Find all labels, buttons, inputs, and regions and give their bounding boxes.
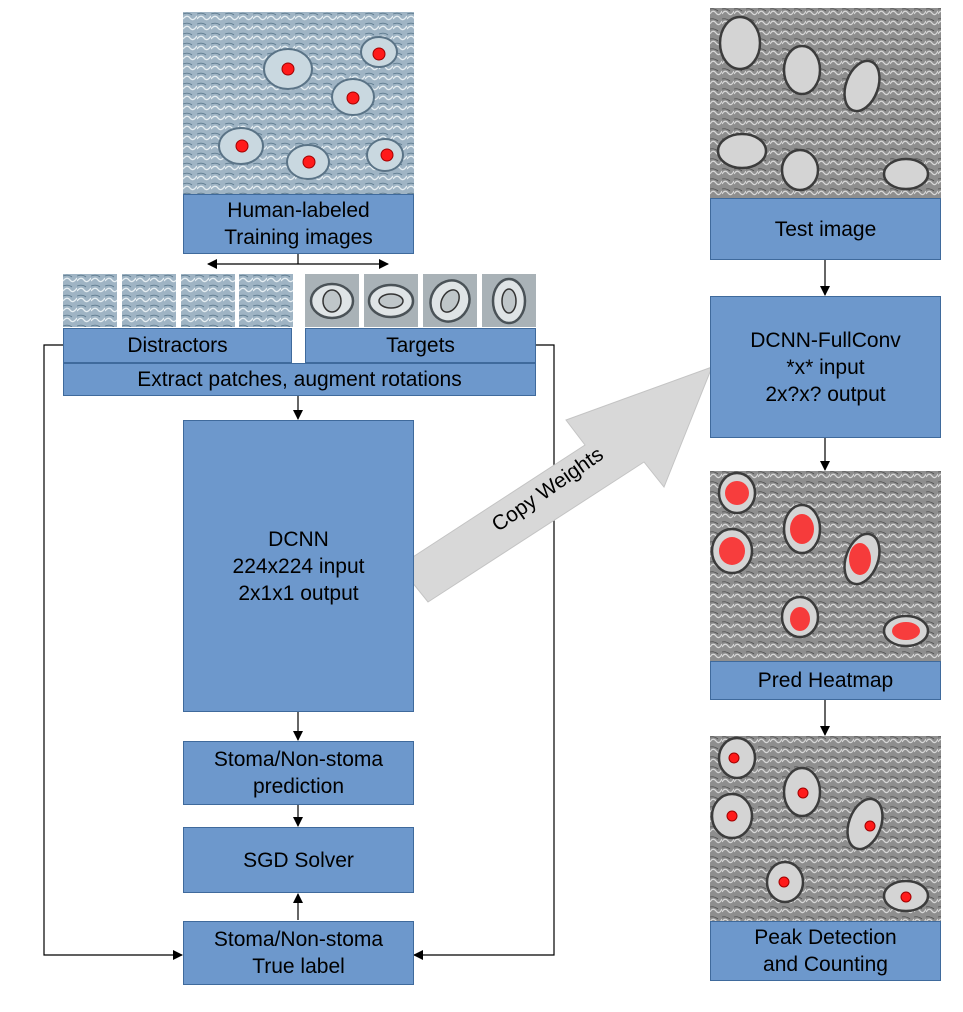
copy-weights-arrow	[398, 366, 713, 603]
peak-marker	[726, 810, 738, 822]
peak-marker	[797, 787, 809, 799]
distractor-patch	[122, 274, 176, 327]
stoma-patch	[305, 274, 359, 327]
targets-box: Targets	[305, 328, 536, 363]
red-heatmap-overlay-image	[710, 471, 941, 661]
test-image	[710, 8, 941, 198]
distractor-patch	[181, 274, 235, 327]
heatmap-blob	[719, 537, 745, 565]
distractors-box: Distractors	[63, 328, 292, 363]
target-patch	[423, 274, 477, 327]
stoma-patch	[482, 274, 536, 327]
dcnn-fullconv-box: DCNN-FullConv *x* input 2x?x? output	[710, 296, 941, 438]
stoma-patch	[364, 274, 418, 327]
distractor-patch	[63, 274, 117, 327]
leaf-texture-patch	[181, 274, 235, 327]
test-image-box: Test image	[710, 198, 941, 260]
heatmap-blob	[790, 607, 810, 631]
training-image	[183, 12, 414, 194]
distractor-patch	[239, 274, 293, 327]
red-dot-detections-image	[710, 736, 941, 921]
grayscale-leaf-image	[710, 8, 941, 198]
peak-marker	[900, 891, 912, 903]
peaks-image	[710, 736, 941, 921]
sgd-solver-box: SGD Solver	[183, 827, 414, 893]
heatmap-blob	[892, 622, 920, 640]
dcnn-box: DCNN 224x224 input 2x1x1 output	[183, 420, 414, 712]
microscope-leaf-image	[183, 12, 414, 194]
training-marker	[302, 155, 316, 169]
pred-heatmap-box: Pred Heatmap	[710, 661, 941, 700]
peak-detection-box: Peak Detection and Counting	[710, 921, 941, 981]
training-marker	[380, 148, 394, 162]
heatmap-blob	[849, 543, 871, 575]
true-label-box: Stoma/Non-stoma True label	[183, 921, 414, 985]
training-marker	[346, 91, 360, 105]
peak-marker	[778, 876, 790, 888]
leaf-texture-patch	[239, 274, 293, 327]
target-patch	[482, 274, 536, 327]
human-labeled-training-images-box: Human-labeled Training images	[183, 194, 414, 254]
stoma-patch	[423, 274, 477, 327]
connector-targets-label	[413, 344, 555, 960]
peak-marker	[728, 752, 740, 764]
training-marker	[281, 62, 295, 76]
target-patch	[364, 274, 418, 327]
leaf-texture-patch	[63, 274, 117, 327]
leaf-texture-patch	[122, 274, 176, 327]
training-marker	[372, 47, 386, 61]
training-marker	[235, 139, 249, 153]
extract-patches-box: Extract patches, augment rotations	[63, 363, 536, 396]
peak-marker	[864, 820, 876, 832]
target-patch	[305, 274, 359, 327]
prediction-box: Stoma/Non-stoma prediction	[183, 741, 414, 805]
connector-distractors-label	[43, 344, 183, 960]
heatmap-blob	[790, 514, 814, 544]
heatmap-image	[710, 471, 941, 661]
heatmap-blob	[725, 481, 749, 505]
